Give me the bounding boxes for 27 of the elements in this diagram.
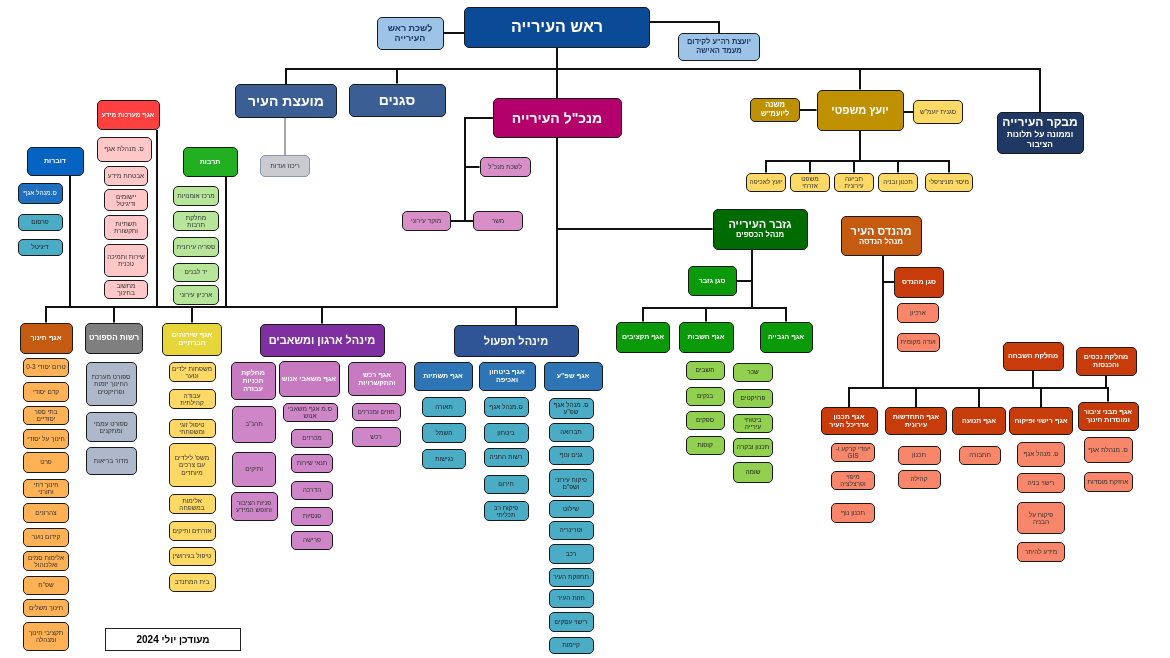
unit-title: מבקר העירייה (1002, 116, 1078, 130)
org-unit-box (712, 208, 808, 250)
org-unit-box: ראש העירייה (464, 6, 650, 48)
connector-line (751, 248, 787, 323)
org-unit-box: מינהל ארגון ומשאבים (259, 323, 385, 357)
org-unit-box: לשכת ראש העירייה (376, 16, 444, 50)
org-unit-box: סגנים (348, 83, 446, 117)
org-unit-box: מנכ"ל העירייה (492, 98, 622, 138)
connector-line (284, 117, 286, 156)
org-unit-box (996, 112, 1084, 154)
org-unit-box (840, 216, 922, 256)
connector-line (649, 21, 720, 34)
update-date-note: מעודכן יולי 2024 (105, 628, 241, 651)
connector-line (765, 129, 861, 174)
connector-line (285, 46, 558, 85)
connector-line (799, 109, 818, 111)
org-unit-box: יועץ משפטי (816, 89, 904, 131)
org-unit-box: מועצת העיר (235, 84, 337, 118)
connector-line (902, 111, 914, 113)
connector-line (449, 117, 494, 222)
connector-line (515, 137, 558, 326)
connector-line (442, 32, 465, 34)
unit-title: מהנדס העיר (850, 225, 912, 238)
org-unit-box: מינהל תפעול (453, 325, 579, 357)
unit-title: גזבר העירייה (728, 218, 792, 231)
unit-subtitle: וממונה על תלונות הציבור (1005, 130, 1075, 150)
org-unit-box: רשות הספורט (85, 322, 143, 354)
